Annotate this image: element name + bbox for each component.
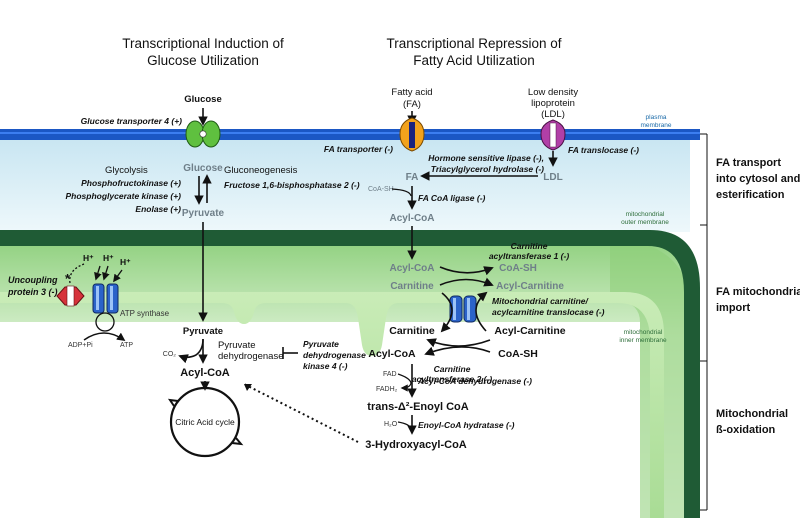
ldl-cytosol: LDL [543, 172, 562, 183]
adp-label: ADP+Pi [68, 342, 93, 349]
fbpase-label: Fructose 1,6-bisphosphatase 2 (-) [224, 180, 360, 190]
glucose-extracellular: Glucose [184, 94, 222, 105]
atp-synthase-icon [92, 283, 119, 332]
ucp3-icon [56, 285, 85, 307]
outer-membrane-label-2: outer membrane [621, 219, 669, 226]
induction-heading-line2: Glucose Utilization [147, 53, 259, 68]
plasma-membrane-label-1: plasma [646, 114, 667, 121]
acylcoa-cytosol: Acyl-CoA [389, 213, 434, 224]
tgh-label: Triacylglycerol hydrolase (-) [431, 164, 544, 174]
acylcarnitine-ims: Acyl-Carnitine [496, 281, 564, 292]
glycolysis-label: Glycolysis [105, 165, 148, 176]
h2o-label: H₂O [384, 421, 398, 428]
fad-label: FAD [383, 371, 397, 378]
cact-label-2: acylcarnitine translocase (-) [492, 307, 605, 317]
side-label-import-1: FA mitochondrial [716, 286, 800, 298]
fa-translocase-label: FA translocase (-) [568, 145, 639, 155]
acylcoa-matrix: Acyl-CoA [368, 348, 416, 360]
coash-ims: CoA-SH [499, 263, 537, 274]
acylcoa-ims: Acyl-CoA [389, 263, 434, 274]
glucose-transporter-label: Glucose transporter 4 (+) [81, 116, 182, 126]
side-label-import-2: import [716, 302, 751, 314]
repression-heading-line1: Transcriptional Repression of [386, 36, 561, 51]
fa-cytosol: FA [406, 172, 419, 183]
hplus-2: H⁺ [103, 253, 114, 263]
glucose-cytosol: Glucose [183, 163, 223, 174]
fatty-acid-label-2: (FA) [403, 99, 421, 110]
cpt1-label-2: acyltransferase 1 (-) [489, 251, 569, 261]
side-label-transport-2: into cytosol and [716, 173, 800, 185]
acad-label: Acyl-CoA dehydrogenase (-) [417, 376, 532, 386]
citric-acid-cycle-label: Citric Acid cycle [175, 417, 235, 427]
pyruvate-cytosol: Pyruvate [182, 208, 225, 219]
cpt2-label-1: Carnitine [434, 364, 471, 374]
carnitine-ims: Carnitine [390, 281, 434, 292]
hplus-3: H⁺ [120, 257, 131, 267]
pdk-label-2: dehydrogenase [303, 350, 366, 360]
inner-membrane-label-2: inner membrane [619, 337, 667, 344]
cact-label-1: Mitochondrial carnitine/ [492, 296, 590, 306]
side-label-transport-3: esterification [716, 189, 785, 201]
acylcarnitine-matrix: Acyl-Carnitine [494, 325, 565, 337]
fadh2-label: FADH₂ [376, 386, 398, 393]
pgk-label: Phosphoglycerate kinase (+) [66, 191, 182, 201]
fa-transporter-icon [399, 117, 425, 152]
cpt2-label-2: acyltransferase 2 (-) [412, 374, 492, 384]
fatty-acid-label-1: Fatty acid [391, 87, 432, 98]
pyruvate-mitochondria: Pyruvate [183, 326, 223, 337]
fa-translocase-icon [540, 119, 566, 151]
repression-heading-line2: Fatty Acid Utilization [413, 53, 535, 68]
pfk-label: Phosphofructokinase (+) [81, 178, 181, 188]
cpt1-label-1: Carnitine [511, 241, 548, 251]
coash-matrix: CoA-SH [498, 348, 538, 360]
inner-membrane-label-1: mitochondrial [624, 329, 663, 336]
hsl-label: Hormone sensitive lipase (-), [428, 153, 544, 163]
plasma-membrane [0, 129, 700, 140]
ldl-label-3: (LDL) [541, 109, 565, 120]
ucp3-label-1: Uncoupling [8, 275, 58, 285]
side-label-beta-2: ß-oxidation [716, 424, 776, 436]
atp-label: ATP [120, 342, 133, 349]
atp-synthase-label: ATP synthase [120, 309, 170, 318]
enoyl-coa: trans-Δ²-Enoyl CoA [367, 401, 468, 413]
plasma-membrane-label-2: membrane [640, 122, 671, 129]
acylcoa-tca-input: Acyl-CoA [180, 367, 230, 379]
ldl-label-1: Low density [528, 87, 578, 98]
enolase-label: Enolase (+) [135, 204, 181, 214]
fa-transporter-label: FA transporter (-) [324, 144, 393, 154]
coash-cytosol: CoA-SH [368, 186, 394, 193]
outer-membrane-label-1: mitochondrial [626, 211, 665, 218]
carnitine-matrix: Carnitine [389, 325, 435, 337]
matrix-white-lower [0, 322, 640, 518]
side-label-transport-1: FA transport [716, 157, 781, 169]
ldl-label-2: lipoprotein [531, 98, 575, 109]
pdk-label-1: Pyruvate [303, 339, 339, 349]
side-label-beta-1: Mitochondrial [716, 408, 788, 420]
co2-label: CO₂ [163, 351, 177, 358]
hydratase-label: Enoyl-CoA hydratase (-) [418, 420, 515, 430]
hplus-1: H⁺ [83, 253, 94, 263]
fa-coa-ligase-label: FA CoA ligase (-) [418, 193, 486, 203]
hydroxyacyl-coa: 3-Hydroxyacyl-CoA [365, 439, 467, 451]
glucose-transporter-icon [185, 120, 221, 148]
pdk-label-3: kinase 4 (-) [303, 361, 348, 371]
cytosol-region [0, 140, 690, 232]
gluconeogenesis-label: Gluconeogenesis [224, 165, 298, 176]
pdh-label-2: dehydrogenase [218, 351, 284, 362]
ucp3-label-2: protein 3 (-) [7, 287, 58, 297]
pdh-label-1: Pyruvate [218, 340, 256, 351]
cact-transporter-icon [449, 295, 477, 323]
induction-heading-line1: Transcriptional Induction of [122, 36, 284, 51]
dashed-link-to-tca [243, 383, 359, 443]
ucp3-inhibition-mark: * [65, 271, 71, 286]
